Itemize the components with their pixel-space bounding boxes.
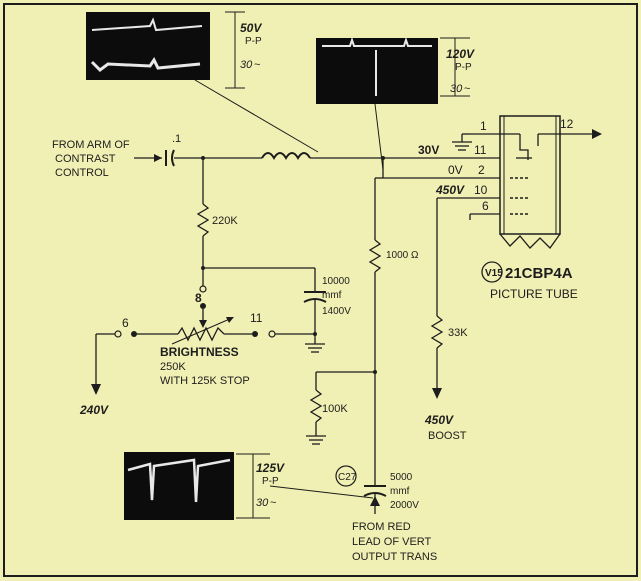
cap-10000-plate-bottom (303, 298, 327, 303)
scope-mid-trace (322, 36, 432, 47)
scope-bottom: 125V P-P 30 ~ (124, 452, 285, 520)
tube-pin11-label: 11 (474, 143, 487, 157)
resistor-1000 (368, 239, 382, 273)
resistor-100k-label: 100K (322, 403, 348, 415)
tube-pin6-label: 6 (482, 199, 489, 213)
cap-10000-label-3: 1400V (322, 306, 351, 317)
c27-ref-circle (335, 465, 357, 487)
brightness-title: BRIGHTNESS (160, 345, 239, 359)
scope-bottom-rate: 30 (256, 497, 269, 509)
scope-top: 50V P-P 30 ~ (86, 11, 262, 89)
c27-label-1: 5000 (390, 472, 413, 483)
resistor-1000-label: 1000 Ω (386, 250, 419, 261)
from-red-line1: FROM RED (352, 521, 411, 533)
brightness-pin-left: 6 (122, 316, 129, 330)
boost-label: BOOST (428, 430, 467, 442)
resistor-220k-label: 220K (212, 215, 238, 227)
tube-v450-label: 450V (435, 183, 465, 197)
tube-cathode (519, 134, 529, 160)
terminal-pin8 (199, 285, 207, 293)
brightness-wiper-dot (200, 303, 206, 309)
peaking-coil (261, 152, 311, 160)
scope-top-rate-symbol: ~ (254, 59, 260, 71)
coupling-cap-plate-right (171, 149, 175, 167)
scope-bottom-rate-symbol: ~ (270, 497, 276, 509)
brightness-stop: WITH 125K STOP (160, 375, 250, 387)
input-label-line1: FROM ARM OF (52, 139, 130, 151)
scope-bottom-voltage: 125V (256, 461, 285, 475)
c27-label-2: mmf (390, 486, 410, 497)
tube-outline (499, 115, 561, 235)
scope-mid-voltage: 120V (446, 47, 475, 61)
c27-arrow (370, 496, 380, 506)
tube-v0-label: 0V (448, 163, 463, 177)
input-arrow (154, 154, 162, 162)
tube-pin12-arrow (592, 129, 602, 139)
cap-10000-label-2: mmf (322, 290, 342, 301)
arrow-240v (91, 384, 101, 395)
brightness-pot-element (177, 326, 225, 342)
tube-ref-circle (481, 261, 503, 283)
tube-broken-edge (499, 233, 561, 250)
tube-pin2-label: 2 (478, 163, 485, 177)
scope-top-rate: 30 (240, 59, 253, 71)
arrow-boost (432, 388, 442, 399)
brightness-adjust-arrow (171, 317, 233, 345)
c27-plate-bottom (363, 492, 387, 497)
terminal-pin6 (114, 330, 122, 338)
tube-type: 21CBP4A (505, 265, 573, 282)
scope-top-pointer (194, 79, 319, 153)
scope-top-screen (86, 12, 210, 80)
brightness-switch-dot (252, 331, 258, 337)
scope-mid-pp: P-P (455, 62, 472, 73)
coupling-cap-label: .1 (172, 133, 181, 145)
scope-top-trace-lower (90, 57, 201, 72)
tube-label: PICTURE TUBE (490, 287, 578, 301)
scope-top-pp: P-P (245, 36, 262, 47)
resistor-100k (309, 389, 323, 423)
supply-240v-label: 240V (79, 403, 109, 417)
c27-label-3: 2000V (390, 500, 419, 511)
brightness-pin-top: 8 (195, 291, 202, 305)
scope-bottom-pp: P-P (262, 476, 279, 487)
diagram-border (3, 3, 638, 577)
tube-ref: V15 (485, 268, 503, 279)
scope-mid-rate: 30 (450, 83, 463, 95)
scope-mid: 120V P-P 30 ~ (316, 36, 475, 104)
brightness-wiper-arrow (199, 320, 207, 328)
from-red-line2: LEAD OF VERT (352, 536, 432, 548)
scope-mid-rate-symbol: ~ (464, 83, 470, 95)
brightness-pin-right: 11 (250, 311, 263, 325)
scope-bottom-trace (127, 458, 231, 503)
scope-top-trace-upper (91, 17, 203, 32)
scope-bottom-pointer (269, 485, 374, 499)
input-label-line3: CONTROL (55, 167, 109, 179)
c27-ref-label: C27 (338, 472, 357, 483)
scope-mid-pointer (374, 103, 384, 171)
scope-top-voltage: 50V (240, 21, 262, 35)
resistor-220k (196, 203, 210, 237)
tube-pin1-label: 1 (480, 119, 487, 133)
tube-v30-label: 30V (418, 143, 439, 157)
junction-pin11-ground (313, 332, 317, 336)
picture-tube (470, 115, 602, 250)
brightness-value: 250K (160, 361, 186, 373)
brightness-adjust-arrowhead (226, 317, 234, 323)
tube-pin10-label: 10 (474, 183, 488, 197)
terminal-pin11 (268, 330, 276, 338)
input-label-line2: CONTRAST (55, 153, 116, 165)
cap-10000-label-1: 10000 (322, 276, 350, 287)
tube-pin12-label: 12 (560, 117, 574, 131)
resistor-33k-label: 33K (448, 327, 468, 339)
resistor-33k (430, 315, 444, 349)
from-red-line3: OUTPUT TRANS (352, 551, 437, 563)
boost-voltage: 450V (424, 413, 454, 427)
